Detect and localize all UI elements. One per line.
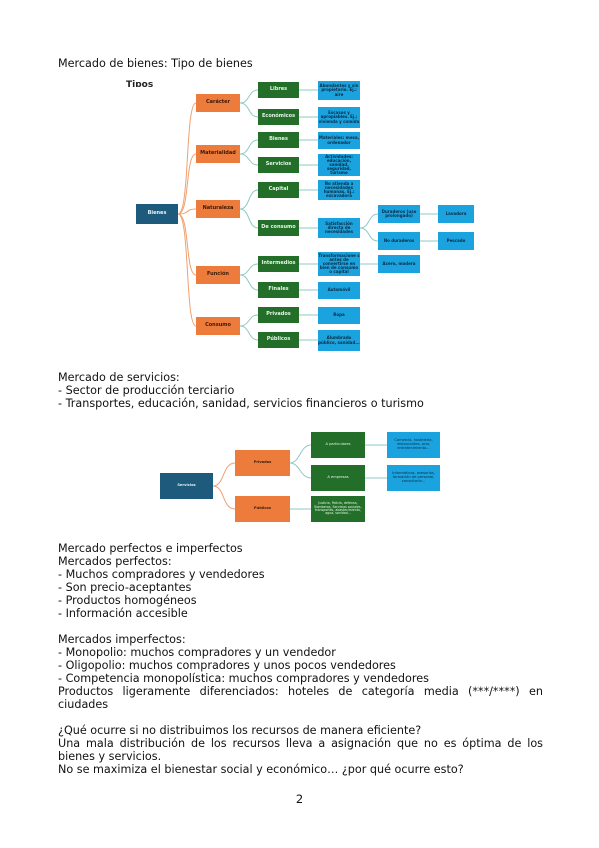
subtype-libres-node: Libres	[258, 82, 299, 98]
pregunta-answer: Una mala distribución de los recursos ll…	[58, 737, 543, 763]
perfectos-item: - Productos homogéneos	[58, 594, 197, 607]
category-publicos-node: Públicos	[235, 496, 290, 522]
example-publicos-node: Alumbrado público, sanidad...	[318, 330, 360, 351]
category-naturaleza-node: Naturaleza	[196, 200, 240, 218]
category-consumo-node: Consumo	[196, 317, 240, 335]
pregunta-question: ¿Qué ocurre si no distribuimos los recur…	[58, 724, 422, 737]
subtype-capital-node: Capital	[258, 182, 299, 198]
servicios-item: - Transportes, educación, sanidad, servi…	[58, 397, 424, 410]
example-capital-node: No atienda a necesidades humanas. Ej.: e…	[318, 180, 360, 200]
example-finales-node: Automóvil	[318, 282, 360, 299]
example-pescado-node: Pescado	[438, 232, 474, 250]
example-particulares-node: Comercio, hostelería, restaurantes, ocio…	[387, 432, 440, 458]
servicios-item: - Sector de producción terciario	[58, 384, 235, 397]
example-de-consumo-node: Satisfacción directa de necesidades	[318, 218, 360, 238]
page-number: 2	[295, 792, 304, 806]
subtype-bienes-node: Bienes	[258, 132, 299, 148]
example-lavadora-node: Lavadora	[438, 205, 474, 223]
perfectos-title: Mercado perfectos e imperfectos	[58, 542, 243, 555]
subtype-a-empresas-node: A empresas	[311, 465, 365, 491]
imperfectos-note: Productos ligeramente diferenciados: hot…	[58, 685, 543, 711]
diagram-cut-title: Tipos de bienes	[126, 80, 154, 87]
example-intermedios-node: Transformacione s antes de convertirse e…	[318, 252, 360, 276]
perfectos-subtitle: Mercados perfectos:	[58, 555, 172, 568]
imperfectos-item: - Oligopolio: muchos compradores y unos …	[58, 659, 396, 672]
category-privados-node: Privados	[235, 450, 290, 476]
subtype-privados-node: Privados	[258, 307, 299, 323]
category-funcion-node: Función	[196, 266, 240, 284]
imperfectos-item: - Competencia monopolística: muchos comp…	[58, 672, 429, 685]
subtype-a-particulares-node: A particulares	[311, 432, 365, 458]
imperfectos-item: - Monopolio: muchos compradores y un ven…	[58, 646, 336, 659]
category-materialidad-node: Materialidad	[196, 145, 240, 163]
servicios-title: Mercado de servicios:	[58, 371, 180, 384]
example-libres-node: Abundantes y sin propietario. Ej.: aire	[318, 81, 360, 100]
example-privados-node: Ropa	[318, 307, 360, 324]
subtype-intermedios-node: Intermedios	[258, 256, 299, 272]
imperfectos-title: Mercados imperfectos:	[58, 633, 186, 646]
category-caracter-node: Carácter	[196, 94, 240, 112]
bienes-root-node: Bienes	[136, 204, 178, 224]
example-empresas-node: Informáticos, asesorías, formación de pe…	[387, 465, 440, 491]
section-heading-bienes: Mercado de bienes: Tipo de bienes	[58, 57, 253, 70]
subtype-de-consumo-node: De consumo	[258, 220, 299, 236]
subtype-publicos-node: Públicos	[258, 332, 299, 348]
servicios-root-node: Servicios	[160, 473, 213, 499]
subtype-finales-node: Finales	[258, 282, 299, 298]
example-economicos-node: Escasos y apropiables. Ej.: vivienda y c…	[318, 107, 360, 128]
perfectos-item: - Son precio-aceptantes	[58, 581, 192, 594]
consumo-duraderos-node: Duraderos (uso prolongado)	[378, 205, 420, 223]
perfectos-item: - Muchos compradores y vendedores	[58, 568, 265, 581]
example-acero-madera-node: Acero, madera	[378, 255, 420, 273]
perfectos-item: - Información accesible	[58, 607, 188, 620]
pregunta-last: No se maximiza el bienestar social y eco…	[58, 763, 464, 776]
subtype-servicios-publicos-node: Justicia, Policía, defensa, Bomberos, Se…	[311, 496, 365, 522]
example-bienes-node: Materiales: mesa, ordenador	[318, 132, 360, 149]
subtype-servicios-node: Servicios	[258, 157, 299, 173]
consumo-no-duraderos-node: No duraderos	[378, 232, 420, 250]
example-servicios-node: Actividades: educación, sanidad, segurid…	[318, 154, 360, 176]
subtype-economicos-node: Económicos	[258, 109, 299, 125]
